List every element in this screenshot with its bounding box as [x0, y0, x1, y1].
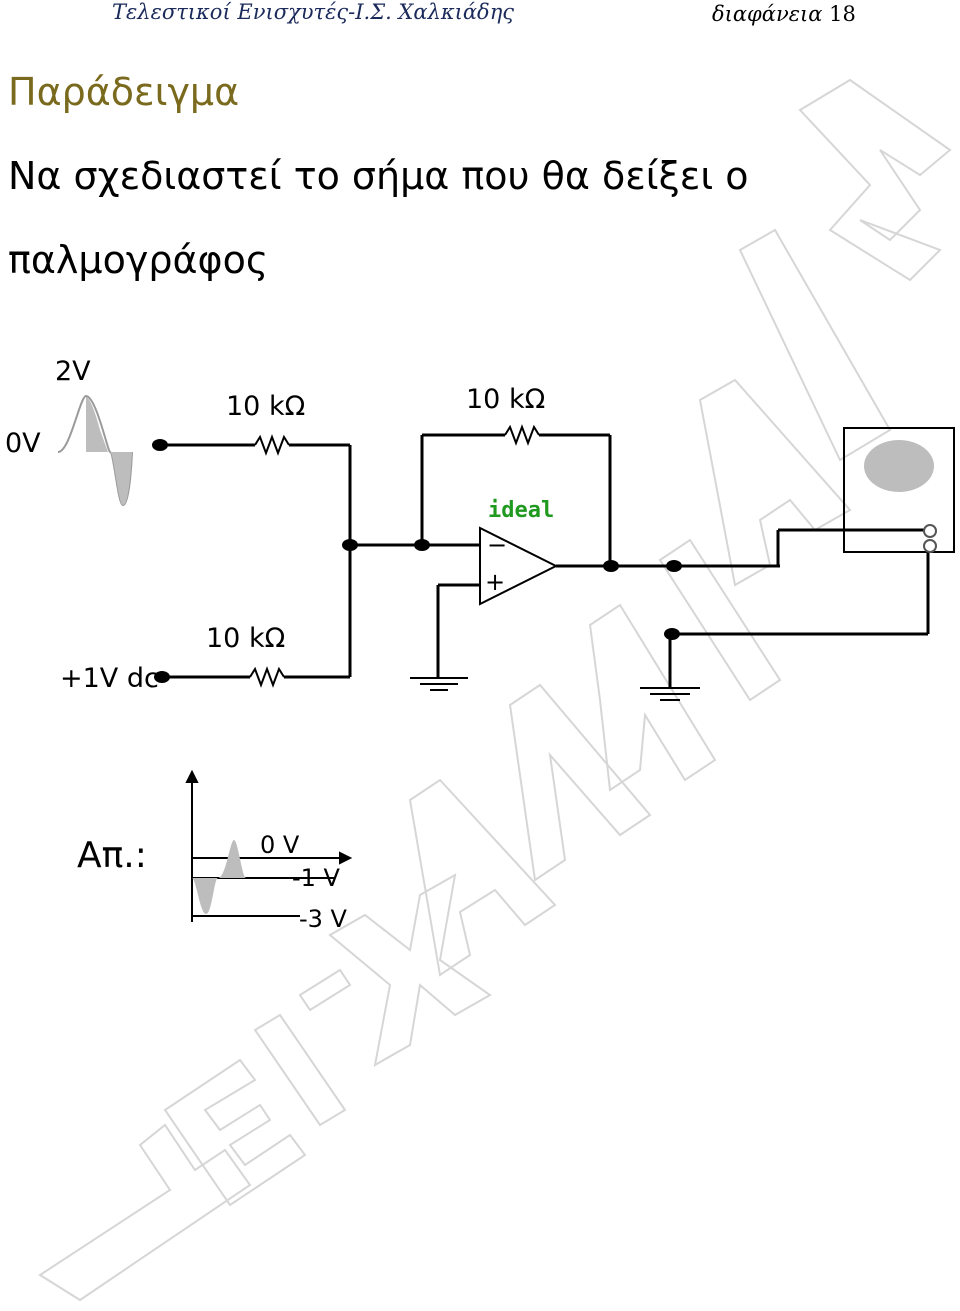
opamp-triangle: [479, 526, 559, 606]
answer-wave-top: [218, 840, 246, 878]
input-resistor-label: 10 kΩ: [226, 391, 306, 422]
terminal-input: [152, 439, 168, 451]
level-label-minus1v: -1 V: [292, 864, 340, 892]
node-junction-1: [342, 539, 358, 551]
node-ground: [664, 628, 680, 640]
oscilloscope-screen: [864, 440, 934, 492]
answer-wave-bottom: [192, 878, 218, 914]
node-output-2: [666, 560, 682, 572]
answer-y-arrow: [185, 769, 199, 783]
opamp-plus-sign: +: [485, 568, 506, 596]
answer-label: Απ.:: [77, 835, 147, 876]
node-junction-2: [414, 539, 430, 551]
terminal-dc: [154, 671, 170, 683]
oscilloscope-terminal-2: [923, 539, 937, 553]
input-zero-label: 0V: [5, 428, 41, 459]
dc-resistor-label: 10 kΩ: [206, 623, 286, 654]
level-label-minus3v: -3 V: [299, 905, 347, 933]
oscilloscope-box: [843, 427, 955, 553]
answer-x-arrow: [339, 851, 353, 865]
feedback-resistor-label: 10 kΩ: [466, 384, 546, 415]
opamp-minus-sign: −: [487, 531, 508, 559]
header-author: Τελεστικοί Ενισχυτές-Ι.Σ. Χαλκιάδης: [112, 0, 515, 24]
feedback-resistor: [504, 424, 540, 446]
input-resistor: [254, 434, 290, 456]
level-label-0v: 0 V: [260, 831, 300, 859]
slide-number: διαφάνεια 18: [712, 2, 856, 26]
input-sine-wave: [58, 396, 108, 452]
slide-label: διαφάνεια: [712, 2, 823, 26]
input-sine-lower: [110, 452, 132, 505]
oscilloscope-terminal-1: [923, 524, 937, 538]
opamp-ideal-label: ideal: [488, 498, 555, 523]
ground-symbol-2: [640, 687, 700, 701]
slide-number-value: 18: [829, 2, 856, 26]
input-peak-label: 2V: [55, 356, 91, 387]
dc-resistor: [249, 666, 285, 688]
ground-symbol-1: [410, 677, 468, 691]
question-line-1: Να σχεδιαστεί το σήμα που θα δείξει ο: [8, 154, 749, 198]
node-output-1: [603, 560, 619, 572]
dc-source-label: +1V dc: [60, 663, 159, 694]
page-title: Παράδειγμα: [8, 70, 240, 114]
question-line-2: παλμογράφος: [8, 238, 269, 282]
